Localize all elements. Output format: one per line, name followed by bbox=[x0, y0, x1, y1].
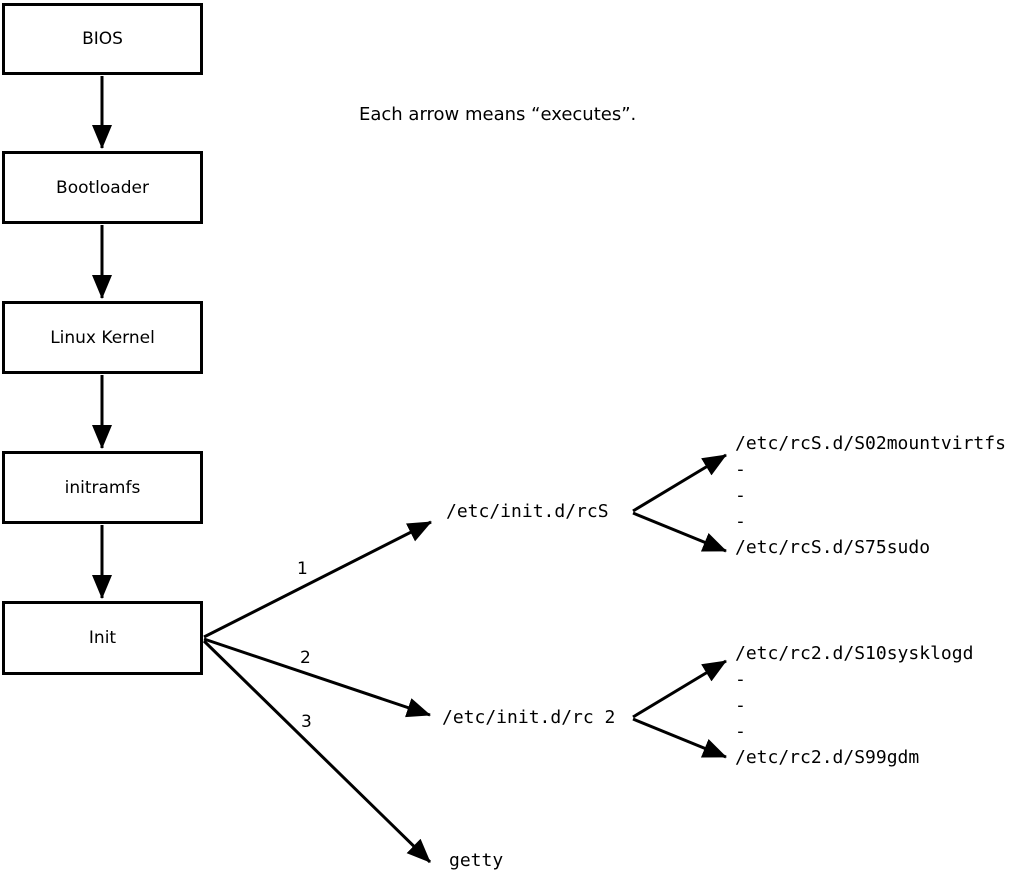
box-linux-kernel-label: Linux Kernel bbox=[50, 327, 155, 348]
box-initramfs: initramfs bbox=[2, 451, 203, 524]
arrow-rc2-to-first-script bbox=[632, 659, 727, 719]
rc2-first-script: /etc/rc2.d/S10sysklogd bbox=[735, 643, 974, 664]
arrow-init-to-rcS bbox=[203, 520, 432, 639]
caption: Each arrow means “executes”. bbox=[359, 104, 637, 125]
ellipsis-dash: - bbox=[735, 721, 746, 742]
box-init: Init bbox=[2, 601, 203, 675]
box-linux-kernel: Linux Kernel bbox=[2, 301, 203, 374]
script-list-rcS: /etc/rcS.d/S02mountvirtfs - - - /etc/rcS… bbox=[735, 431, 1006, 561]
label-rcS: /etc/init.d/rcS bbox=[446, 501, 609, 522]
ellipsis-dash: - bbox=[735, 511, 746, 532]
rcS-first-script: /etc/rcS.d/S02mountvirtfs bbox=[735, 433, 1006, 454]
label-getty: getty bbox=[449, 850, 504, 871]
box-init-label: Init bbox=[88, 628, 117, 648]
rcS-last-script: /etc/rcS.d/S75sudo bbox=[735, 537, 931, 558]
arrow-rc2-to-last-script bbox=[632, 717, 727, 759]
label-rc2: /etc/init.d/rc 2 bbox=[442, 707, 616, 728]
arrow-rcS-to-first-script bbox=[632, 453, 727, 513]
box-initramfs-label: initramfs bbox=[64, 477, 141, 498]
box-bios-label: BIOS bbox=[82, 29, 123, 49]
box-bootloader: Bootloader bbox=[2, 151, 203, 224]
box-bios: BIOS bbox=[2, 3, 203, 75]
arrow-number-3: 3 bbox=[301, 712, 312, 732]
box-bootloader-label: Bootloader bbox=[56, 177, 149, 198]
ellipsis-dash: - bbox=[735, 669, 746, 690]
ellipsis-dash: - bbox=[735, 695, 746, 716]
arrow-rcS-to-last-script bbox=[632, 511, 727, 553]
script-list-rc2: /etc/rc2.d/S10sysklogd - - - /etc/rc2.d/… bbox=[735, 641, 973, 771]
arrow-number-2: 2 bbox=[300, 648, 311, 668]
arrow-init-to-getty bbox=[202, 639, 432, 864]
arrow-init-to-rc2 bbox=[203, 637, 431, 718]
rc2-last-script: /etc/rc2.d/S99gdm bbox=[735, 747, 920, 768]
ellipsis-dash: - bbox=[735, 459, 746, 480]
ellipsis-dash: - bbox=[735, 485, 746, 506]
arrow-number-1: 1 bbox=[297, 559, 308, 579]
